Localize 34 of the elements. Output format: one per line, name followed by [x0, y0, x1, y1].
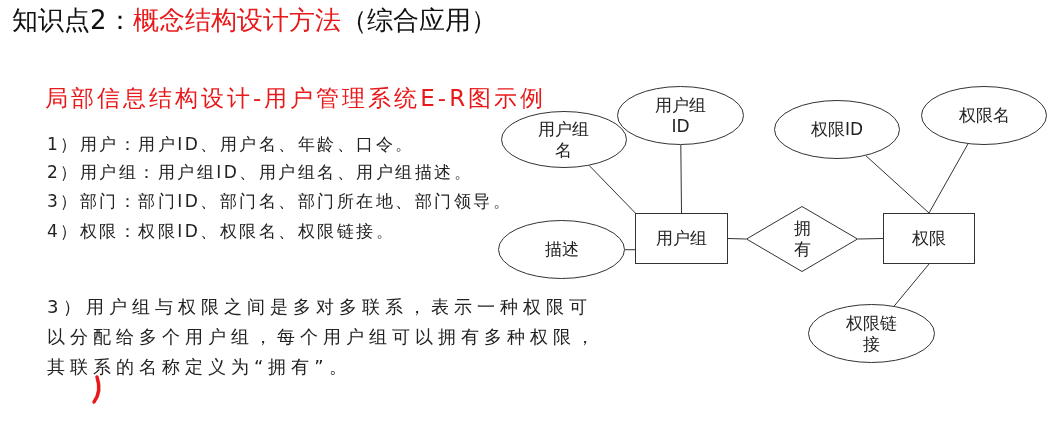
connector-line: [624, 249, 636, 251]
node-label: 拥有: [792, 217, 812, 261]
connector-line: [928, 143, 969, 214]
heading-text: （综合应用）: [340, 4, 497, 37]
node-label: 权限: [911, 227, 947, 250]
subheading-text: 局部信息结构设计-用户管理系统E-R图示例: [45, 84, 547, 113]
connector-line: [893, 263, 930, 307]
attribute-ellipse: [501, 111, 627, 168]
heading-text: 概念结构设计方法: [132, 4, 341, 37]
node-label: 用户组ID: [654, 94, 707, 137]
attribute-ellipse: [617, 86, 744, 145]
node-label: 权限名: [957, 104, 1011, 127]
node-label: 用户组: [655, 227, 708, 250]
connector-line: [865, 155, 930, 214]
connector-line: [857, 238, 884, 240]
node-label: 权限链接: [845, 312, 898, 355]
attribute-ellipse: [808, 304, 935, 363]
node-label: 权限ID: [809, 118, 865, 141]
list-item-text: 4）权限：权限ID、权限名、权限链接。: [47, 220, 396, 243]
attribute-ellipse: [921, 86, 1047, 145]
heading-text: 知识点2：: [12, 4, 133, 37]
list-item-text: 1）用户：用户ID、用户名、年龄、口令。: [47, 133, 415, 156]
node-label: 用户组名: [537, 118, 591, 161]
attribute-ellipse: [774, 100, 900, 159]
list-item-text: 3）部门：部门ID、部门名、部门所在地、部门领导。: [47, 190, 513, 213]
node-label: 描述: [543, 238, 580, 261]
entity-box: [635, 213, 728, 264]
list-item-text: 2）用户组：用户组ID、用户组名、用户组描述。: [47, 161, 474, 184]
connector-line: [680, 144, 682, 214]
attribute-ellipse: [498, 220, 625, 279]
relationship-diamond: [746, 206, 858, 272]
connector-line: [727, 238, 747, 240]
entity-box: [883, 213, 975, 264]
paragraph-text: 3）用户组与权限之间是多对多联系，表示一种权限可以分配给多个用户组，每个用户组可以拥有多种权限，其联系的名称定义为“拥有”。: [47, 295, 600, 379]
